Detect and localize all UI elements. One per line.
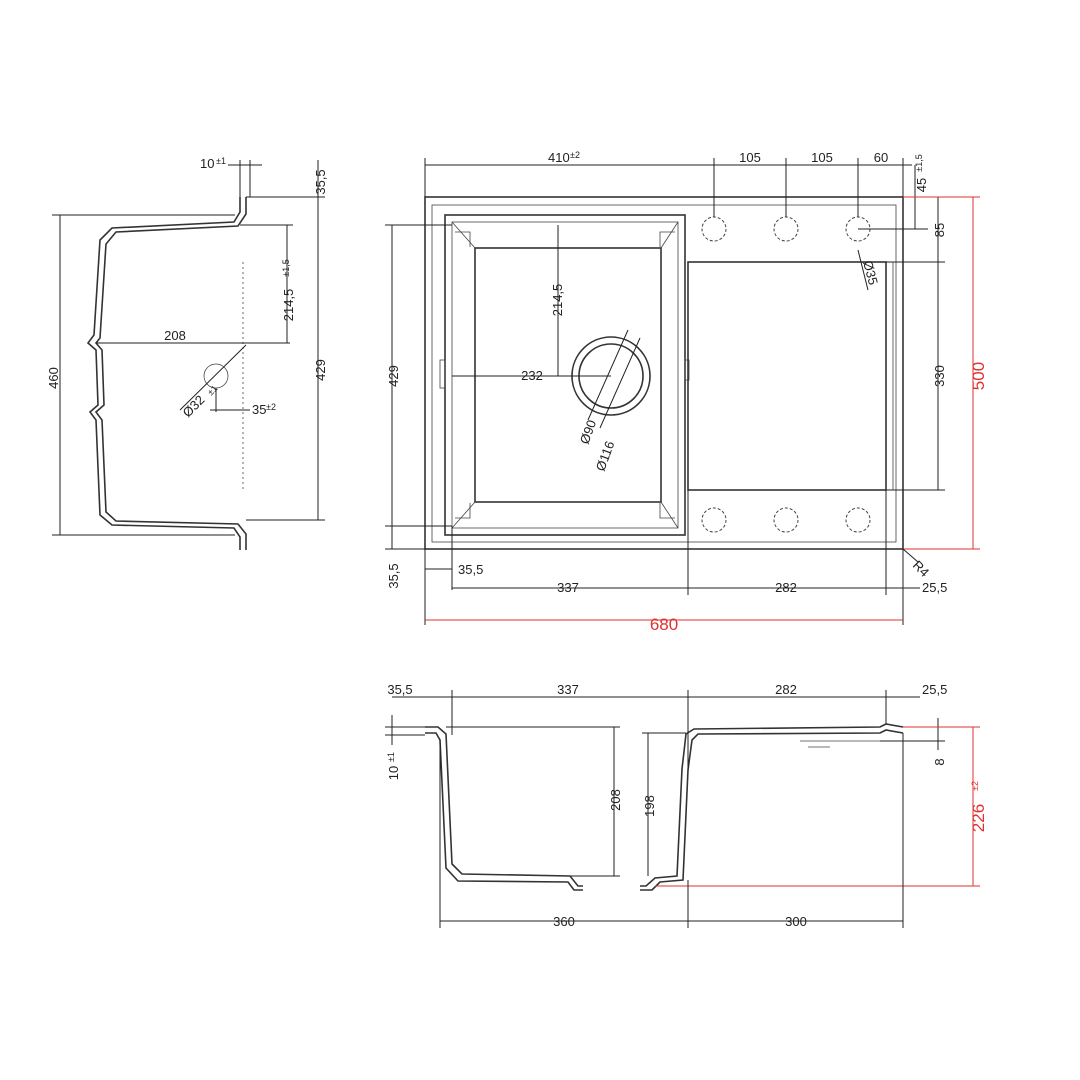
dim-337-front: 337 [557,682,579,697]
front-view: 35,5 337 282 25,5 10 ±1 208 198 8 226 ±2 [385,682,988,929]
dim-208: 208 [164,328,186,343]
side-profile-outer [86,197,241,550]
dim-25-5-front: 25,5 [922,682,947,697]
dim-500: 500 [969,362,988,390]
front-profile-bowl [425,726,583,887]
dim-208-front: 208 [608,789,623,811]
dim-45: 45 [914,178,929,192]
dim-10-tol: ±1 [216,156,226,166]
front-profile-drainer [640,723,904,887]
dim-337: 337 [557,580,579,595]
dim-45-tol: ±1,5 [914,154,924,171]
tap-hole-1 [701,216,727,242]
dim-10: 10 [200,156,214,171]
dim-410-tol: ±2 [570,150,580,160]
dim-10-front: 10 [386,766,401,780]
dim-198: 198 [642,795,657,817]
dim-35-5-inner: 35,5 [458,562,483,577]
dim-226-tol: ±2 [970,781,980,791]
dim-680: 680 [650,615,678,634]
dim-32: Ø32 [180,392,208,420]
dim-35-5: 35,5 [313,169,328,194]
side-view: 460 10 ±1 35,5 429 214,5 ±1,5 208 Ø32 ±1… [46,156,328,550]
dim-90: Ø90 [577,418,600,446]
dim-35: 35 [252,402,266,417]
dim-85: 85 [932,223,947,237]
tap-hole-2 [773,216,799,242]
dim-35-5-front: 35,5 [387,682,412,697]
tap-hole-6 [845,507,871,533]
side-drain-hole [203,363,229,389]
dim-214-5-top: 214,5 [550,284,565,317]
bowl-outer [444,214,686,536]
dim-360: 360 [553,914,575,929]
dim-105-a: 105 [739,150,761,165]
dim-60: 60 [874,150,888,165]
dim-35-tol: ±2 [266,402,276,412]
dim-25-5: 25,5 [922,580,947,595]
dim-282-front: 282 [775,682,797,697]
dim-226: 226 [969,804,988,832]
dim-460: 460 [46,367,61,389]
dim-282: 282 [775,580,797,595]
drainer-area [687,261,887,491]
dim-105-b: 105 [811,150,833,165]
dim-r4: R4 [910,558,932,580]
side-profile-inner [94,197,247,550]
sink-outline [424,196,904,550]
dim-116: Ø116 [593,439,618,473]
dim-214-5-tol: ±1,5 [281,259,291,276]
dim-35-5-left: 35,5 [386,563,401,588]
dim-8: 8 [932,758,947,765]
top-view: 410 ±2 105 105 60 45 ±1,5 85 Ø35 330 500… [385,150,988,634]
dim-410: 410 [548,150,570,165]
dim-429-top: 429 [386,365,401,387]
tap-hole-4 [701,507,727,533]
dim-32-tol: ±1 [205,383,219,397]
dim-300: 300 [785,914,807,929]
dim-35-hole: Ø35 [860,259,881,287]
tap-hole-5 [773,507,799,533]
dim-214-5: 214,5 [281,289,296,322]
dim-232: 232 [521,368,543,383]
leader-35 [857,249,869,291]
dim-429: 429 [313,359,328,381]
dim-330: 330 [932,365,947,387]
dim-10-front-tol: ±1 [386,752,396,762]
bowl-inner [474,247,662,503]
